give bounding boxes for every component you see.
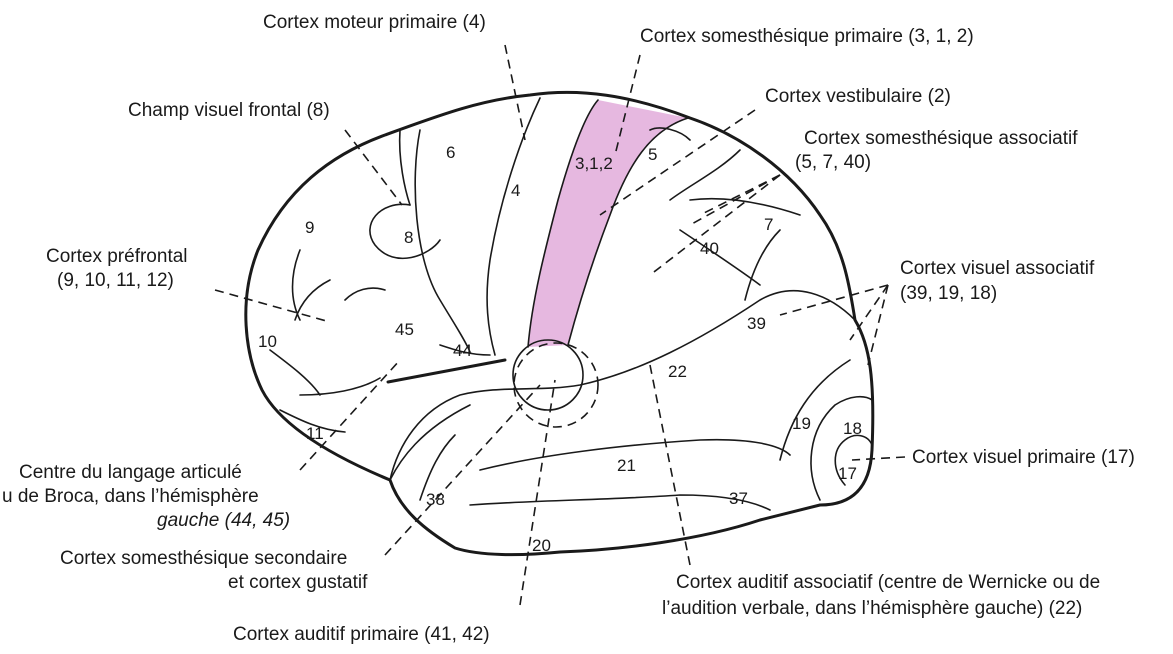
area-9: 9 [305,218,314,237]
insula-dashed-circle [514,343,598,427]
label-cortex-moteur: Cortex moteur primaire (4) [263,12,486,34]
area-3-1-2: 3,1,2 [575,154,613,173]
label-cortex-gustatif: et cortex gustatif [228,572,367,594]
area-39: 39 [747,314,766,333]
area-11: 11 [306,424,324,443]
label-broca-line2: u de Broca, dans l’hémisphère [2,486,259,508]
area-7: 7 [764,215,773,234]
area-37: 37 [729,489,748,508]
area-20: 20 [532,536,551,555]
label-champ-visuel-frontal: Champ visuel frontal (8) [128,100,330,122]
label-prefrontal-areas: (9, 10, 11, 12) [57,270,174,292]
label-vestibulaire: Cortex vestibulaire (2) [765,86,951,108]
area-6: 6 [446,143,455,162]
area-17: 17 [838,464,857,483]
label-broca-line1: Centre du langage articulé [19,462,242,484]
area-5: 5 [648,145,657,164]
area-22: 22 [668,362,687,381]
area-45: 45 [395,320,414,339]
label-somesthesique-associatif-areas: (5, 7, 40) [795,152,871,174]
label-somesthesique-secondaire: Cortex somesthésique secondaire [60,548,347,570]
label-auditif-associatif-line2: l’audition verbale, dans l’hémisphère ga… [662,598,1082,620]
area-38: 38 [426,490,445,509]
label-somesthesique-primaire: Cortex somesthésique primaire (3, 1, 2) [640,26,974,48]
area-44: 44 [453,341,472,360]
area-4: 4 [511,181,520,200]
area-40: 40 [700,239,719,258]
label-auditif-associatif-line1: Cortex auditif associatif (centre de Wer… [676,572,1100,594]
area-19: 19 [792,414,811,433]
label-visuel-associatif: Cortex visuel associatif [900,258,1094,280]
label-broca-line3: gauche (44, 45) [157,510,290,532]
area-10: 10 [258,332,277,351]
label-auditif-primaire: Cortex auditif primaire (41, 42) [233,624,490,646]
label-visuel-associatif-areas: (39, 19, 18) [900,283,997,305]
area-8: 8 [404,228,413,247]
insula-circle [513,340,583,410]
area-21: 21 [617,456,636,475]
label-visuel-primaire: Cortex visuel primaire (17) [912,447,1135,469]
label-prefrontal: Cortex préfrontal [46,246,188,268]
label-somesthesique-associatif: Cortex somesthésique associatif [804,128,1078,150]
area-18: 18 [843,419,862,438]
